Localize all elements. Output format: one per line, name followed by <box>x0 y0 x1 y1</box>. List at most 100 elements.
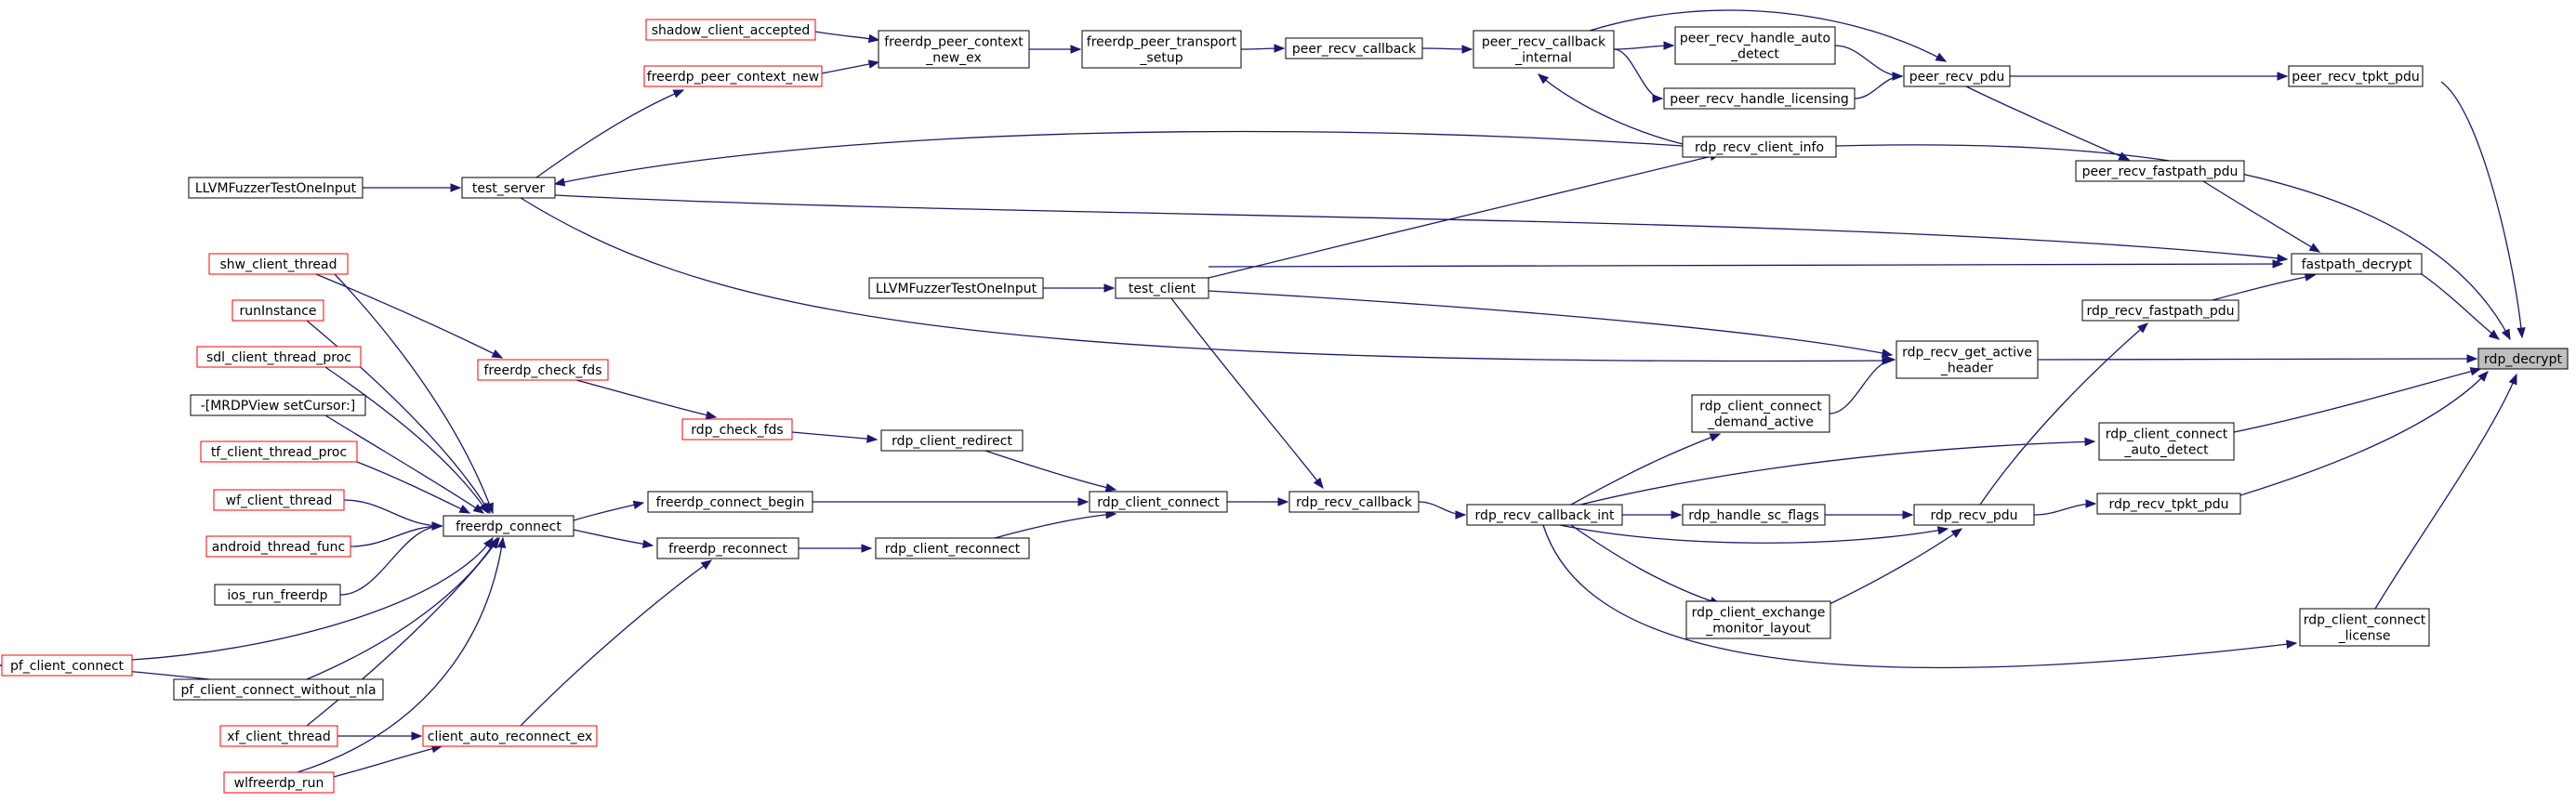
edge-wf_client_thread-to-freerdp_connect <box>343 499 443 531</box>
node-freerdp-peer-context-new-ex[interactable]: freerdp_peer_context_new_ex <box>878 30 1030 69</box>
node-box <box>2098 422 2235 461</box>
node-freerdp-peer-context-new[interactable]: freerdp_peer_context_new <box>643 65 823 87</box>
node-freerdp-connect-begin[interactable]: freerdp_connect_begin <box>647 491 813 513</box>
edge-fastpath_decrypt-to-rdp_decrypt <box>2421 273 2501 340</box>
node-rdp-check-fds[interactable]: rdp_check_fds <box>681 418 793 440</box>
edge-rdp_recv_pdu-to-rdp_recv_tpkt_pdu <box>2033 499 2097 516</box>
node-label: android_thread_func <box>212 540 345 555</box>
node-box <box>223 771 335 794</box>
edge-rdp_recv_callback_int-to-rdp_client_connect_license <box>1542 524 2298 669</box>
node-rdp-recv-tpkt-pdu[interactable]: rdp_recv_tpkt_pdu <box>2096 493 2241 515</box>
edge-shadow_client_accepted-to-freerdp_peer_context_new_ex <box>814 31 880 44</box>
node-test-client[interactable]: test_client <box>1115 277 1209 299</box>
node-box <box>868 277 1044 299</box>
node-label: freerdp_check_fds <box>484 363 602 378</box>
node-label: peer_recv_tpkt_pdu <box>2292 70 2420 85</box>
node-box <box>173 678 384 701</box>
edge-peer_recv_handle_licensing-to-peer_recv_pdu <box>1854 72 1904 99</box>
node-label: pf_client_connect_without_nla <box>180 683 376 698</box>
node-llvm-fuzzer-2[interactable]: LLVMFuzzerTestOneInput <box>868 277 1044 299</box>
node-rdp-recv-get-active-header[interactable]: rdp_recv_get_active_header <box>1896 340 2039 379</box>
node-freerdp-peer-transport-setup[interactable]: freerdp_peer_transport_setup <box>1081 30 1242 69</box>
node-peer-recv-pdu[interactable]: peer_recv_pdu <box>1903 65 2011 87</box>
node-rdp-recv-callback-int[interactable]: rdp_recv_callback_int <box>1466 504 1623 526</box>
node-rdp-client-redirect[interactable]: rdp_client_redirect <box>880 429 1024 452</box>
edge-shw_client_thread-to-freerdp_check_fds <box>315 273 504 359</box>
node-label: wf_client_thread <box>226 493 333 508</box>
node-rdp-recv-pdu[interactable]: rdp_recv_pdu <box>1913 504 2035 526</box>
node-rdp-decrypt[interactable]: rdp_decrypt <box>2477 348 2569 370</box>
node-rdp-recv-client-info[interactable]: rdp_recv_client_info <box>1682 136 1837 158</box>
node-rdp-client-connect-license[interactable]: rdp_client_connect_license <box>2299 608 2430 647</box>
node-box <box>2291 253 2423 275</box>
node-freerdp-connect[interactable]: freerdp_connect <box>443 515 575 537</box>
node-fastpath-decrypt[interactable]: fastpath_decrypt <box>2291 253 2423 275</box>
node-label: rdp_client_reconnect <box>885 542 1021 557</box>
node-shw-client-thread[interactable]: shw_client_thread <box>208 253 349 275</box>
node-box <box>200 440 358 463</box>
edge-test_client-to-rdp_recv_get_active_header <box>1208 290 1894 358</box>
node-peer-recv-handle-auto-detect[interactable]: peer_recv_handle_auto_detect <box>1674 26 1836 65</box>
node-wlfreerdp-run[interactable]: wlfreerdp_run <box>223 771 335 794</box>
node-label: -[MRDPView setCursor:] <box>201 399 356 414</box>
node-box <box>1682 136 1837 158</box>
node-pf-client-connect[interactable]: pf_client_connect <box>1 654 133 677</box>
node-peer-recv-callback-internal[interactable]: peer_recv_callback_internal <box>1473 30 1615 69</box>
edge-peer_recv_pdu-to-peer_recv_fastpath_pdu <box>1965 85 2131 161</box>
node-freerdp-reconnect[interactable]: freerdp_reconnect <box>656 537 799 559</box>
node-label: rdp_recv_get_active <box>1902 346 2032 361</box>
node-label: _detect <box>1730 47 1779 62</box>
node-box <box>1903 65 2011 87</box>
edge-rdp_recv_client_info-to-test_server <box>553 130 1684 187</box>
node-ios-run-freerdp[interactable]: ios_run_freerdp <box>214 584 341 606</box>
node-box <box>2081 299 2239 322</box>
node-peer-recv-callback[interactable]: peer_recv_callback <box>1285 37 1423 59</box>
nodes-layer: rdp_decrypt peer_recv_tpkt_pdu peer_recv_p… <box>1 19 2569 794</box>
node-box <box>1466 504 1623 526</box>
node-wf-client-thread[interactable]: wf_client_thread <box>213 489 345 511</box>
edge-rdp_recv_tpkt_pdu-to-rdp_decrypt <box>2239 371 2489 496</box>
node-rdp-client-connect[interactable]: rdp_client_connect <box>1089 491 1228 513</box>
node-label: rdp_client_redirect <box>892 434 1012 449</box>
node-client-auto-reconnect-ex[interactable]: client_auto_reconnect_ex <box>422 725 598 747</box>
node-box <box>188 177 363 199</box>
node-box <box>1473 30 1615 69</box>
node-label: xf_client_thread <box>227 730 331 744</box>
node-android-thread-func[interactable]: android_thread_func <box>205 535 351 558</box>
node-shadow-client-accepted[interactable]: shadow_client_accepted <box>645 19 816 41</box>
node-label: peer_recv_fastpath_pdu <box>2082 164 2239 179</box>
node-test-server[interactable]: test_server <box>461 177 556 199</box>
edge-freerdp_peer_context_new-to-freerdp_peer_context_new_ex <box>821 59 880 74</box>
node-llvm-fuzzer-1[interactable]: LLVMFuzzerTestOneInput <box>188 177 363 199</box>
node-pf-client-connect-without-nla[interactable]: pf_client_connect_without_nla <box>173 678 384 701</box>
node-label: rdp_client_connect <box>2106 427 2228 442</box>
node-peer-recv-fastpath-pdu[interactable]: peer_recv_fastpath_pdu <box>2075 160 2245 182</box>
node-rdp-recv-callback[interactable]: rdp_recv_callback <box>1288 491 1420 513</box>
node-box <box>1288 491 1420 513</box>
node-label: test_server <box>472 181 545 196</box>
node-peer-recv-handle-licensing[interactable]: peer_recv_handle_licensing <box>1663 87 1856 110</box>
edge-peer_recv_fastpath_pdu-to-fastpath_decrypt <box>2202 180 2321 253</box>
node-label: rdp_recv_callback <box>1296 495 1413 510</box>
node-rdp-handle-sc-flags[interactable]: rdp_handle_sc_flags <box>1682 504 1826 526</box>
node-rdp-client-connect-auto-detect[interactable]: rdp_client_connect_auto_detect <box>2098 422 2235 461</box>
node-xf-client-thread[interactable]: xf_client_thread <box>219 725 338 747</box>
edge-rdp_recv_callback-to-rdp_recv_callback_int <box>1418 501 1467 519</box>
node-freerdp-check-fds[interactable]: freerdp_check_fds <box>477 359 609 381</box>
node-runInstance[interactable]: runInstance <box>231 299 324 322</box>
edge-rdp_recv_callback_int-to-rdp_handle_sc_flags <box>1622 510 1683 519</box>
node-tf-client-thread-proc[interactable]: tf_client_thread_proc <box>200 440 358 463</box>
node-rdp-client-connect-demand-active[interactable]: rdp_client_connect_demand_active <box>1691 394 1830 433</box>
node-label: shw_client_thread <box>220 257 337 272</box>
edge-freerdp_peer_context_new_ex-to-freerdp_peer_transport_setup <box>1029 45 1082 54</box>
node-peer-recv-tpkt-pdu[interactable]: peer_recv_tpkt_pdu <box>2288 65 2424 87</box>
node-rdp-client-reconnect[interactable]: rdp_client_reconnect <box>875 537 1030 559</box>
node-rdp-recv-fastpath-pdu[interactable]: rdp_recv_fastpath_pdu <box>2081 299 2239 322</box>
node-mrdpview-setcursor[interactable]: -[MRDPView setCursor:] <box>190 394 366 416</box>
node-sdl-client-thread-proc[interactable]: sdl_client_thread_proc <box>196 346 362 368</box>
edge-tf_client_thread_proc-to-freerdp_connect <box>356 461 471 514</box>
node-rdp-client-exchange-monitor-layout[interactable]: rdp_client_exchange_monitor_layout <box>1685 600 1831 639</box>
node-label: LLVMFuzzerTestOneInput <box>876 282 1037 296</box>
node-label: rdp_client_connect <box>1097 495 1220 510</box>
node-label: fastpath_decrypt <box>2302 257 2412 272</box>
